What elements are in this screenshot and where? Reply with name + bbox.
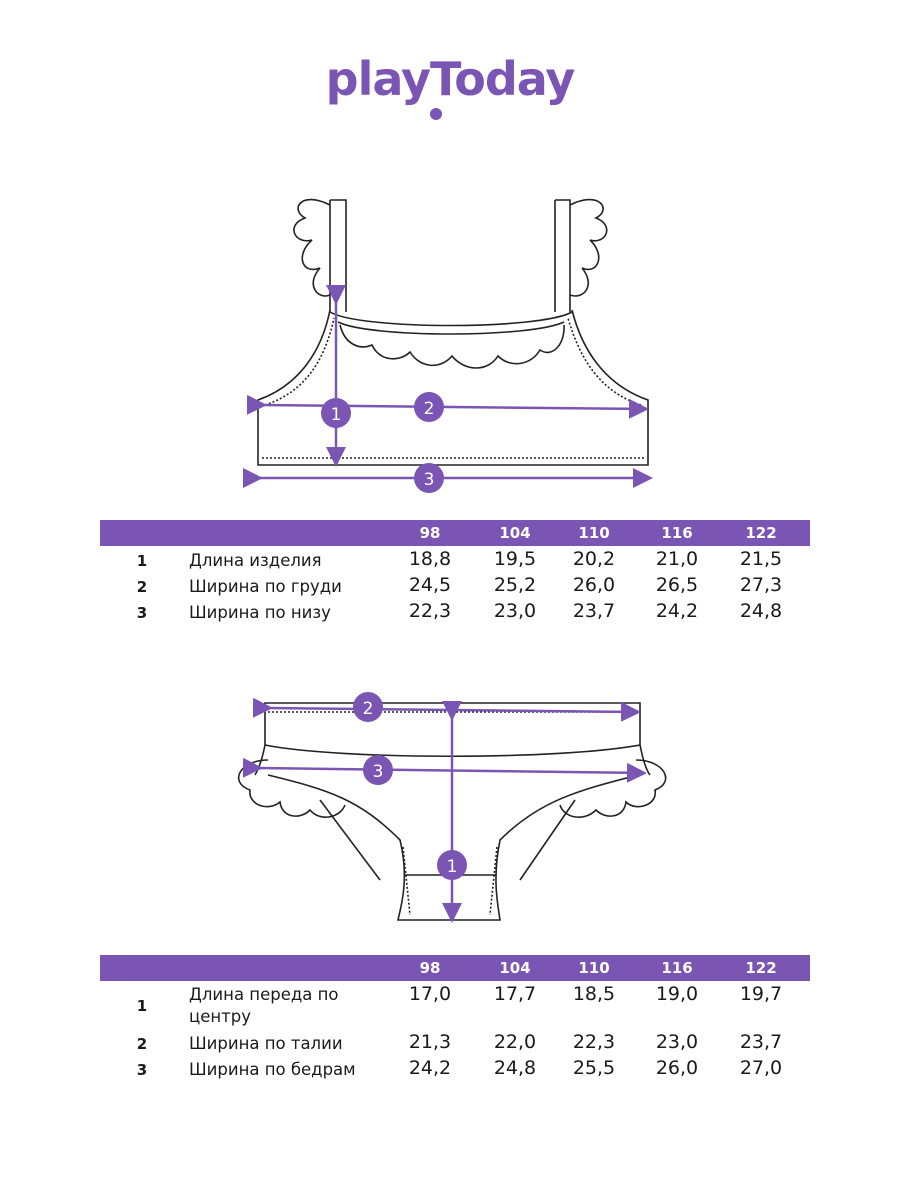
table-row: 2 Ширина по груди 24,5 25,2 26,0 26,5 27… xyxy=(100,574,810,600)
row-label: Ширина по низу xyxy=(189,603,331,622)
row-value: 21,5 xyxy=(739,548,783,570)
marker-bottom-3: 3 xyxy=(373,762,384,782)
size-header: 110 xyxy=(578,524,610,542)
size-header: 104 xyxy=(499,524,531,542)
table-row: 1 Длина переда по центру 17,0 17,7 18,5 … xyxy=(100,983,810,1031)
table-row: 3 Ширина по бедрам 24,2 24,8 25,5 26,0 2… xyxy=(100,1057,810,1083)
size-header: 98 xyxy=(419,524,441,542)
size-header: 110 xyxy=(578,959,610,977)
bottom-size-table: 98 104 110 116 122 1 Длина переда по цен… xyxy=(100,955,810,1085)
row-value: 22,3 xyxy=(572,1031,616,1053)
row-value: 27,0 xyxy=(739,1057,783,1079)
bikini-bottom-sketch: 2 3 1 xyxy=(237,692,667,923)
table-row: 1 Длина изделия 18,8 19,5 20,2 21,0 21,5 xyxy=(100,548,810,574)
row-value: 27,3 xyxy=(739,574,783,596)
size-header: 122 xyxy=(745,959,777,977)
marker-bottom-1: 1 xyxy=(447,857,458,877)
row-number: 1 xyxy=(136,552,148,570)
size-header: 116 xyxy=(661,959,693,977)
row-number: 3 xyxy=(136,604,148,622)
size-header: 98 xyxy=(419,959,441,977)
size-header: 104 xyxy=(499,959,531,977)
row-value: 24,8 xyxy=(739,600,783,622)
table-row: 2 Ширина по талии 21,3 22,0 22,3 23,0 23… xyxy=(100,1031,810,1057)
row-value: 18,5 xyxy=(572,983,616,1005)
top-table-header: 98 104 110 116 122 xyxy=(100,520,810,546)
row-value: 22,3 xyxy=(408,600,452,622)
row-value: 21,0 xyxy=(655,548,699,570)
row-value: 23,7 xyxy=(739,1031,783,1053)
brand-logo-dot xyxy=(430,108,442,120)
marker-top-3: 3 xyxy=(424,470,435,490)
row-value: 19,0 xyxy=(655,983,699,1005)
top-size-table: 98 104 110 116 122 1 Длина изделия 18,8 … xyxy=(100,520,810,630)
size-header: 122 xyxy=(745,524,777,542)
row-label: Ширина по бедрам xyxy=(189,1060,356,1079)
row-value: 18,8 xyxy=(408,548,452,570)
table-row: 3 Ширина по низу 22,3 23,0 23,7 24,2 24,… xyxy=(100,600,810,626)
row-number: 2 xyxy=(136,578,148,596)
marker-top-2: 2 xyxy=(424,399,435,419)
row-number: 1 xyxy=(136,997,148,1015)
row-value: 22,0 xyxy=(493,1031,537,1053)
row-value: 17,7 xyxy=(493,983,537,1005)
row-value: 25,2 xyxy=(493,574,537,596)
row-value: 24,5 xyxy=(408,574,452,596)
row-number: 3 xyxy=(136,1061,148,1079)
size-header: 116 xyxy=(661,524,693,542)
bottom-table-header: 98 104 110 116 122 xyxy=(100,955,810,981)
row-value: 24,8 xyxy=(493,1057,537,1079)
row-label: Длина переда по центру xyxy=(189,985,339,1026)
row-value: 17,0 xyxy=(408,983,452,1005)
row-value: 26,0 xyxy=(655,1057,699,1079)
row-value: 26,0 xyxy=(572,574,616,596)
row-value: 23,0 xyxy=(655,1031,699,1053)
marker-top-1: 1 xyxy=(331,405,342,425)
row-value: 26,5 xyxy=(655,574,699,596)
row-value: 23,7 xyxy=(572,600,616,622)
row-value: 23,0 xyxy=(493,600,537,622)
row-value: 19,7 xyxy=(739,983,783,1005)
row-value: 24,2 xyxy=(655,600,699,622)
row-value: 24,2 xyxy=(408,1057,452,1079)
row-value: 19,5 xyxy=(493,548,537,570)
row-label: Ширина по талии xyxy=(189,1034,343,1053)
row-label: Длина изделия xyxy=(189,551,322,570)
row-value: 25,5 xyxy=(572,1057,616,1079)
row-value: 20,2 xyxy=(572,548,616,570)
row-value: 21,3 xyxy=(408,1031,452,1053)
row-label: Ширина по груди xyxy=(189,577,342,596)
marker-bottom-2: 2 xyxy=(363,699,374,719)
bikini-top-sketch: 1 2 3 xyxy=(243,198,653,493)
brand-logo: playToday xyxy=(325,52,576,106)
row-number: 2 xyxy=(136,1035,148,1053)
